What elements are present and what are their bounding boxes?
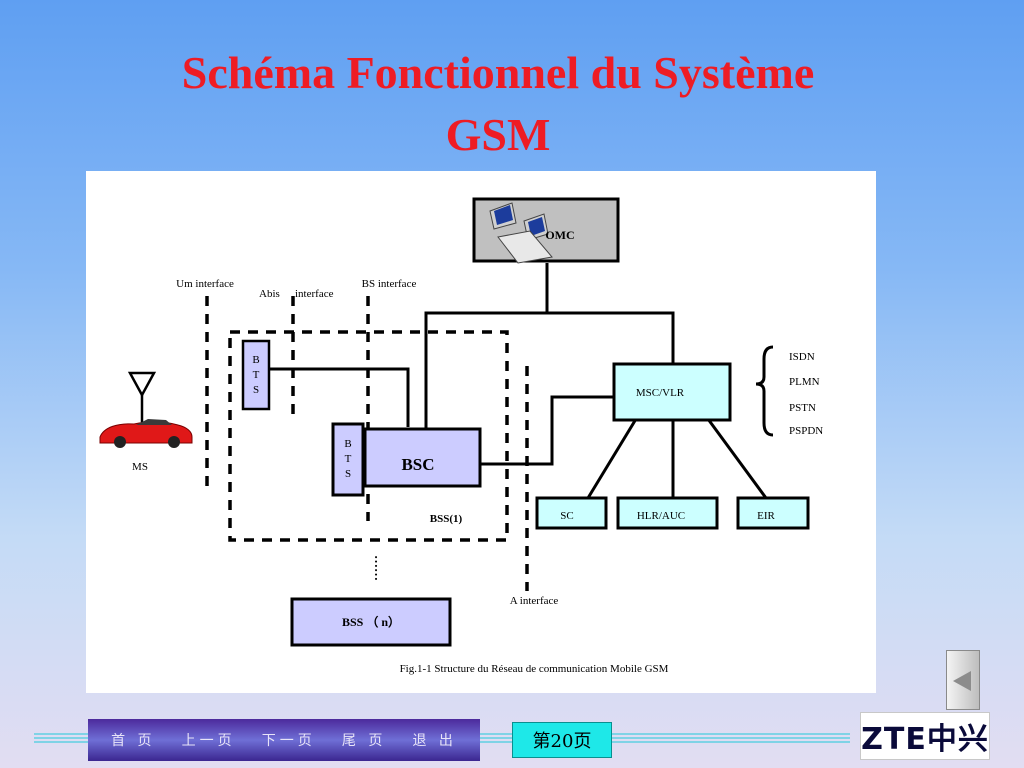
network-pstn: PSTN [789,402,816,414]
bsc-msc-link [480,395,614,466]
omc-label: OMC [545,228,574,242]
gsm-diagram-panel: OMC Um interface Abis interface BS inter… [86,171,876,693]
abis-interface-label-2: interface [295,288,334,300]
a-interface-label: A interface [510,595,559,607]
bts1-letter-s: S [253,384,259,396]
bts1-letter-t: T [253,369,260,381]
back-button[interactable] [946,650,980,710]
mid-decor-stripes [480,733,512,747]
title-line-2: GSM [445,109,551,160]
bss1-boundary [228,330,509,542]
bss-dots: …… [372,555,387,581]
ms-label: MS [132,461,148,473]
logo-text: ZTE中兴 [861,722,989,757]
bts1-box [241,339,271,411]
slide-navigation-bar: 首 页 上一页 下一页 尾 页 退 出 [88,719,480,761]
gsm-diagram: OMC Um interface Abis interface BS inter… [99,197,823,675]
bss1-label: BSS(1) [430,513,463,525]
bts2-letter-b: B [344,438,351,450]
page-indicator: 第20页 [512,722,612,758]
bts1-bsc-link [269,367,410,427]
bsc-label: BSC [401,455,434,474]
msc-vlr-label: MSC/VLR [636,387,685,399]
network-isdn: ISDN [789,351,815,363]
sc-box [535,496,608,530]
left-decor-stripes [34,733,88,747]
hlr-auc-label: HLR/AUC [637,510,685,522]
zte-logo: ZTE中兴 [860,712,990,760]
nav-prev-button[interactable]: 上一页 [181,733,236,749]
sc-label: SC [560,510,573,522]
um-interface-label: Um interface [176,278,234,290]
msc-sc-link [586,418,638,499]
abis-interface-label: Abis [259,288,280,300]
figure-caption: Fig.1-1 Structure du Réseau de communica… [400,663,669,675]
msc-vlr-box [612,362,732,422]
network-pspdn: PSPDN [789,425,823,437]
title-line-1: Schéma Fonctionnel du Système [181,47,815,98]
slide-title: Schéma Fonctionnel du Système GSM [0,42,996,166]
right-decor-stripes [612,733,850,747]
network-plmn: PLMN [789,376,820,388]
nav-next-button[interactable]: 下一页 [261,733,316,749]
bssn-label: BSS （ n） [342,614,400,629]
nav-exit-button[interactable]: 退 出 [412,733,457,749]
bssn-box [290,597,452,647]
nav-home-button[interactable]: 首 页 [111,733,156,749]
bsc-box [363,427,482,488]
msc-eir-link [706,418,768,499]
omc-bsc-msc-link [424,311,675,429]
bts1-letter-b: B [252,354,259,366]
mobile-station-car-icon [99,371,193,448]
computer-icon [489,202,553,264]
bts2-box [331,422,365,497]
bs-interface-label: BS interface [362,278,417,290]
nav-last-button[interactable]: 尾 页 [341,733,387,749]
hlr-auc-box [616,496,719,530]
bts2-letter-t: T [345,453,352,465]
back-arrow-icon [953,671,971,691]
eir-box [736,496,810,530]
eir-label: EIR [757,510,775,522]
network-brace [755,345,774,437]
bts2-letter-s: S [345,468,351,480]
